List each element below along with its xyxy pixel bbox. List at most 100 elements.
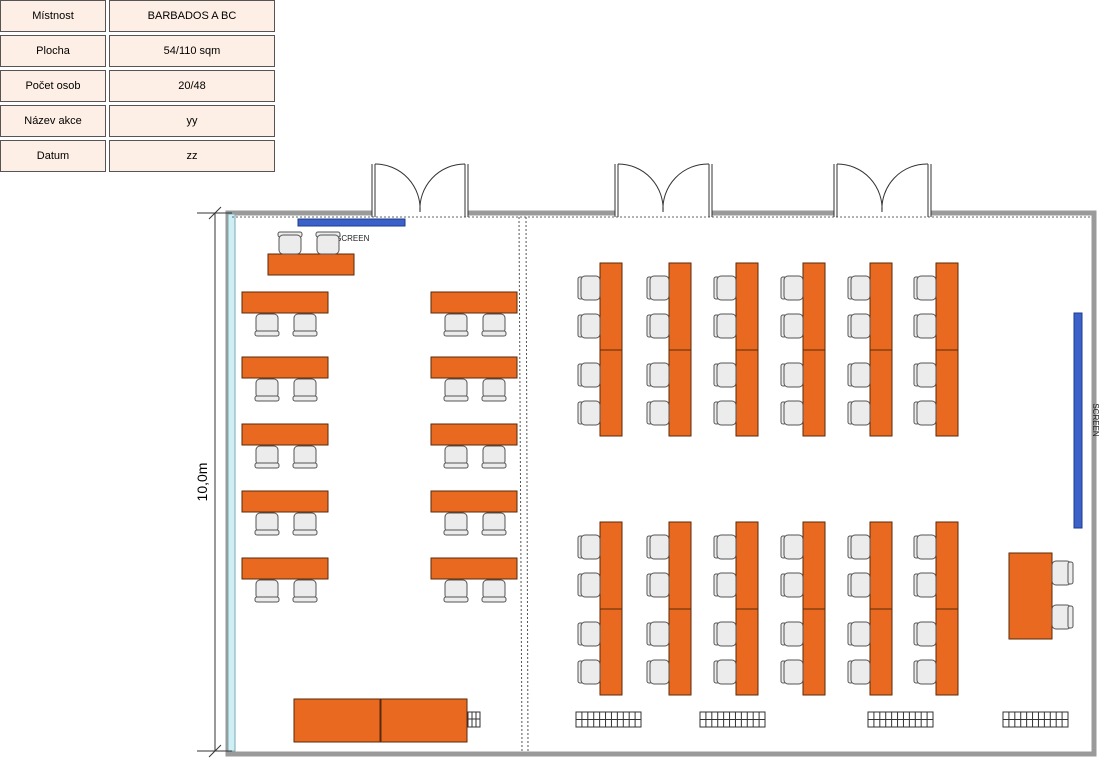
table	[735, 349, 759, 437]
chair-icon	[649, 313, 670, 339]
table	[802, 608, 826, 696]
table	[599, 349, 623, 437]
chair-icon	[716, 621, 737, 647]
dimension-line	[197, 206, 232, 758]
chair-icon	[580, 621, 601, 647]
chair-icon	[255, 378, 279, 399]
door-icon	[371, 163, 469, 217]
table	[380, 698, 468, 743]
chair-icon	[293, 445, 317, 466]
chair-icon	[649, 534, 670, 560]
chair-icon	[716, 275, 737, 301]
chair-icon	[293, 512, 317, 533]
table	[802, 349, 826, 437]
chair-icon	[916, 313, 937, 339]
table	[430, 490, 518, 513]
chair-icon	[916, 659, 937, 685]
chair-icon	[580, 534, 601, 560]
chair-icon	[716, 313, 737, 339]
table	[869, 521, 893, 610]
chair-icon	[783, 313, 804, 339]
chair-icon	[649, 572, 670, 598]
chair-icon	[292, 529, 318, 536]
info-value: yy	[109, 105, 275, 137]
chair-icon	[916, 621, 937, 647]
chair-icon	[482, 378, 506, 399]
chair-icon	[1067, 605, 1074, 629]
chair-icon	[482, 313, 506, 334]
table	[241, 423, 329, 446]
chair-icon	[482, 445, 506, 466]
table	[293, 698, 381, 743]
table	[735, 521, 759, 610]
chair-icon	[481, 462, 507, 469]
chair-icon	[293, 313, 317, 334]
chair-icon	[293, 579, 317, 600]
chair-icon	[255, 512, 279, 533]
chair-icon	[716, 362, 737, 388]
chair-icon	[580, 362, 601, 388]
chair-icon	[443, 596, 469, 603]
chair-icon	[443, 529, 469, 536]
table	[241, 557, 329, 580]
table	[241, 356, 329, 379]
chair-icon	[255, 313, 279, 334]
dimension-label: 10,0m	[194, 463, 210, 502]
chair-icon	[254, 462, 280, 469]
screen-label: SCREEN	[336, 234, 370, 243]
table	[430, 423, 518, 446]
info-value: BARBADOS A BC	[109, 0, 275, 32]
info-value: 20/48	[109, 70, 275, 102]
table	[802, 262, 826, 351]
chair-icon	[916, 275, 937, 301]
door-gap	[372, 209, 468, 217]
chair-icon	[783, 572, 804, 598]
table	[599, 521, 623, 610]
chair-icon	[716, 659, 737, 685]
chair-icon	[916, 572, 937, 598]
chair-icon	[443, 330, 469, 337]
chair-icon	[783, 659, 804, 685]
table	[735, 608, 759, 696]
chair-icon	[255, 579, 279, 600]
table	[599, 608, 623, 696]
chair-icon	[580, 659, 601, 685]
table	[935, 608, 959, 696]
window-strip	[227, 213, 236, 752]
screen-label: SCREEN	[1091, 403, 1100, 437]
table	[241, 490, 329, 513]
chair-icon	[444, 579, 468, 600]
partition-wall	[518, 216, 523, 752]
chair-icon	[916, 362, 937, 388]
chair-icon	[783, 534, 804, 560]
chair-icon	[783, 621, 804, 647]
chair-icon	[292, 395, 318, 402]
chair-icon	[850, 362, 871, 388]
chair-icon	[254, 596, 280, 603]
chair-icon	[481, 395, 507, 402]
chair-icon	[292, 462, 318, 469]
chair-icon	[278, 234, 302, 255]
table	[735, 262, 759, 351]
table	[668, 349, 692, 437]
chair-icon	[916, 534, 937, 560]
table	[869, 608, 893, 696]
table	[935, 349, 959, 437]
chair-icon	[1067, 561, 1074, 585]
chair-icon	[443, 462, 469, 469]
table	[430, 557, 518, 580]
chair-icon	[783, 400, 804, 426]
chair-icon	[481, 330, 507, 337]
info-label: Počet osob	[0, 70, 106, 102]
chair-icon	[444, 378, 468, 399]
table	[241, 291, 329, 314]
chair-icon	[254, 330, 280, 337]
info-label: Plocha	[0, 35, 106, 67]
chair-icon	[783, 275, 804, 301]
chair-icon	[716, 400, 737, 426]
info-label: Název akce	[0, 105, 106, 137]
chair-icon	[481, 596, 507, 603]
chair-icon	[580, 572, 601, 598]
table	[935, 521, 959, 610]
